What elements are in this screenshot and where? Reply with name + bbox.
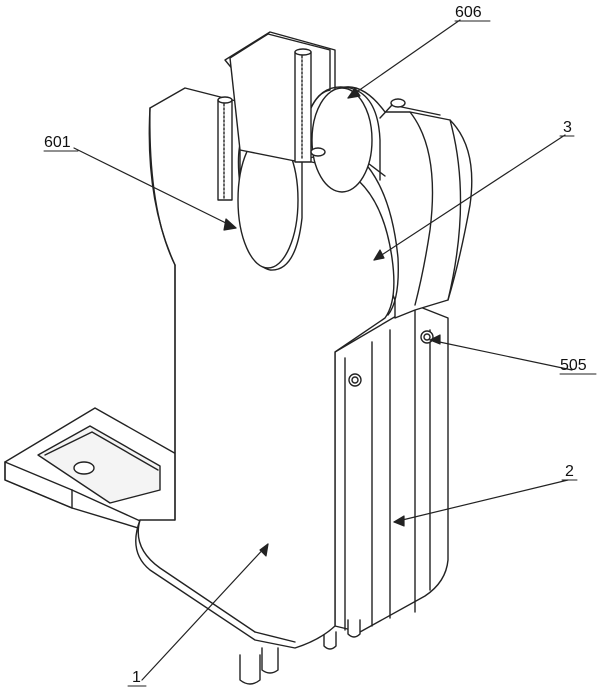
base-hole — [73, 461, 95, 475]
cutout-606 — [311, 87, 373, 193]
clamp-rods — [217, 48, 406, 201]
label-3: 3 — [563, 119, 572, 136]
side-block — [323, 304, 449, 650]
label-2: 2 — [565, 463, 574, 480]
main-plate — [135, 87, 399, 685]
label-601: 601 — [44, 134, 71, 151]
label-505: 505 — [560, 357, 587, 374]
label-1: 1 — [132, 669, 141, 686]
base-plate — [4, 407, 179, 541]
callout-labels: 606 601 3 505 2 1 — [43, 4, 597, 687]
screw-505-lower — [348, 373, 362, 387]
label-606: 606 — [455, 4, 482, 21]
screw-505-upper — [420, 330, 434, 344]
leader-lines — [73, 19, 573, 681]
